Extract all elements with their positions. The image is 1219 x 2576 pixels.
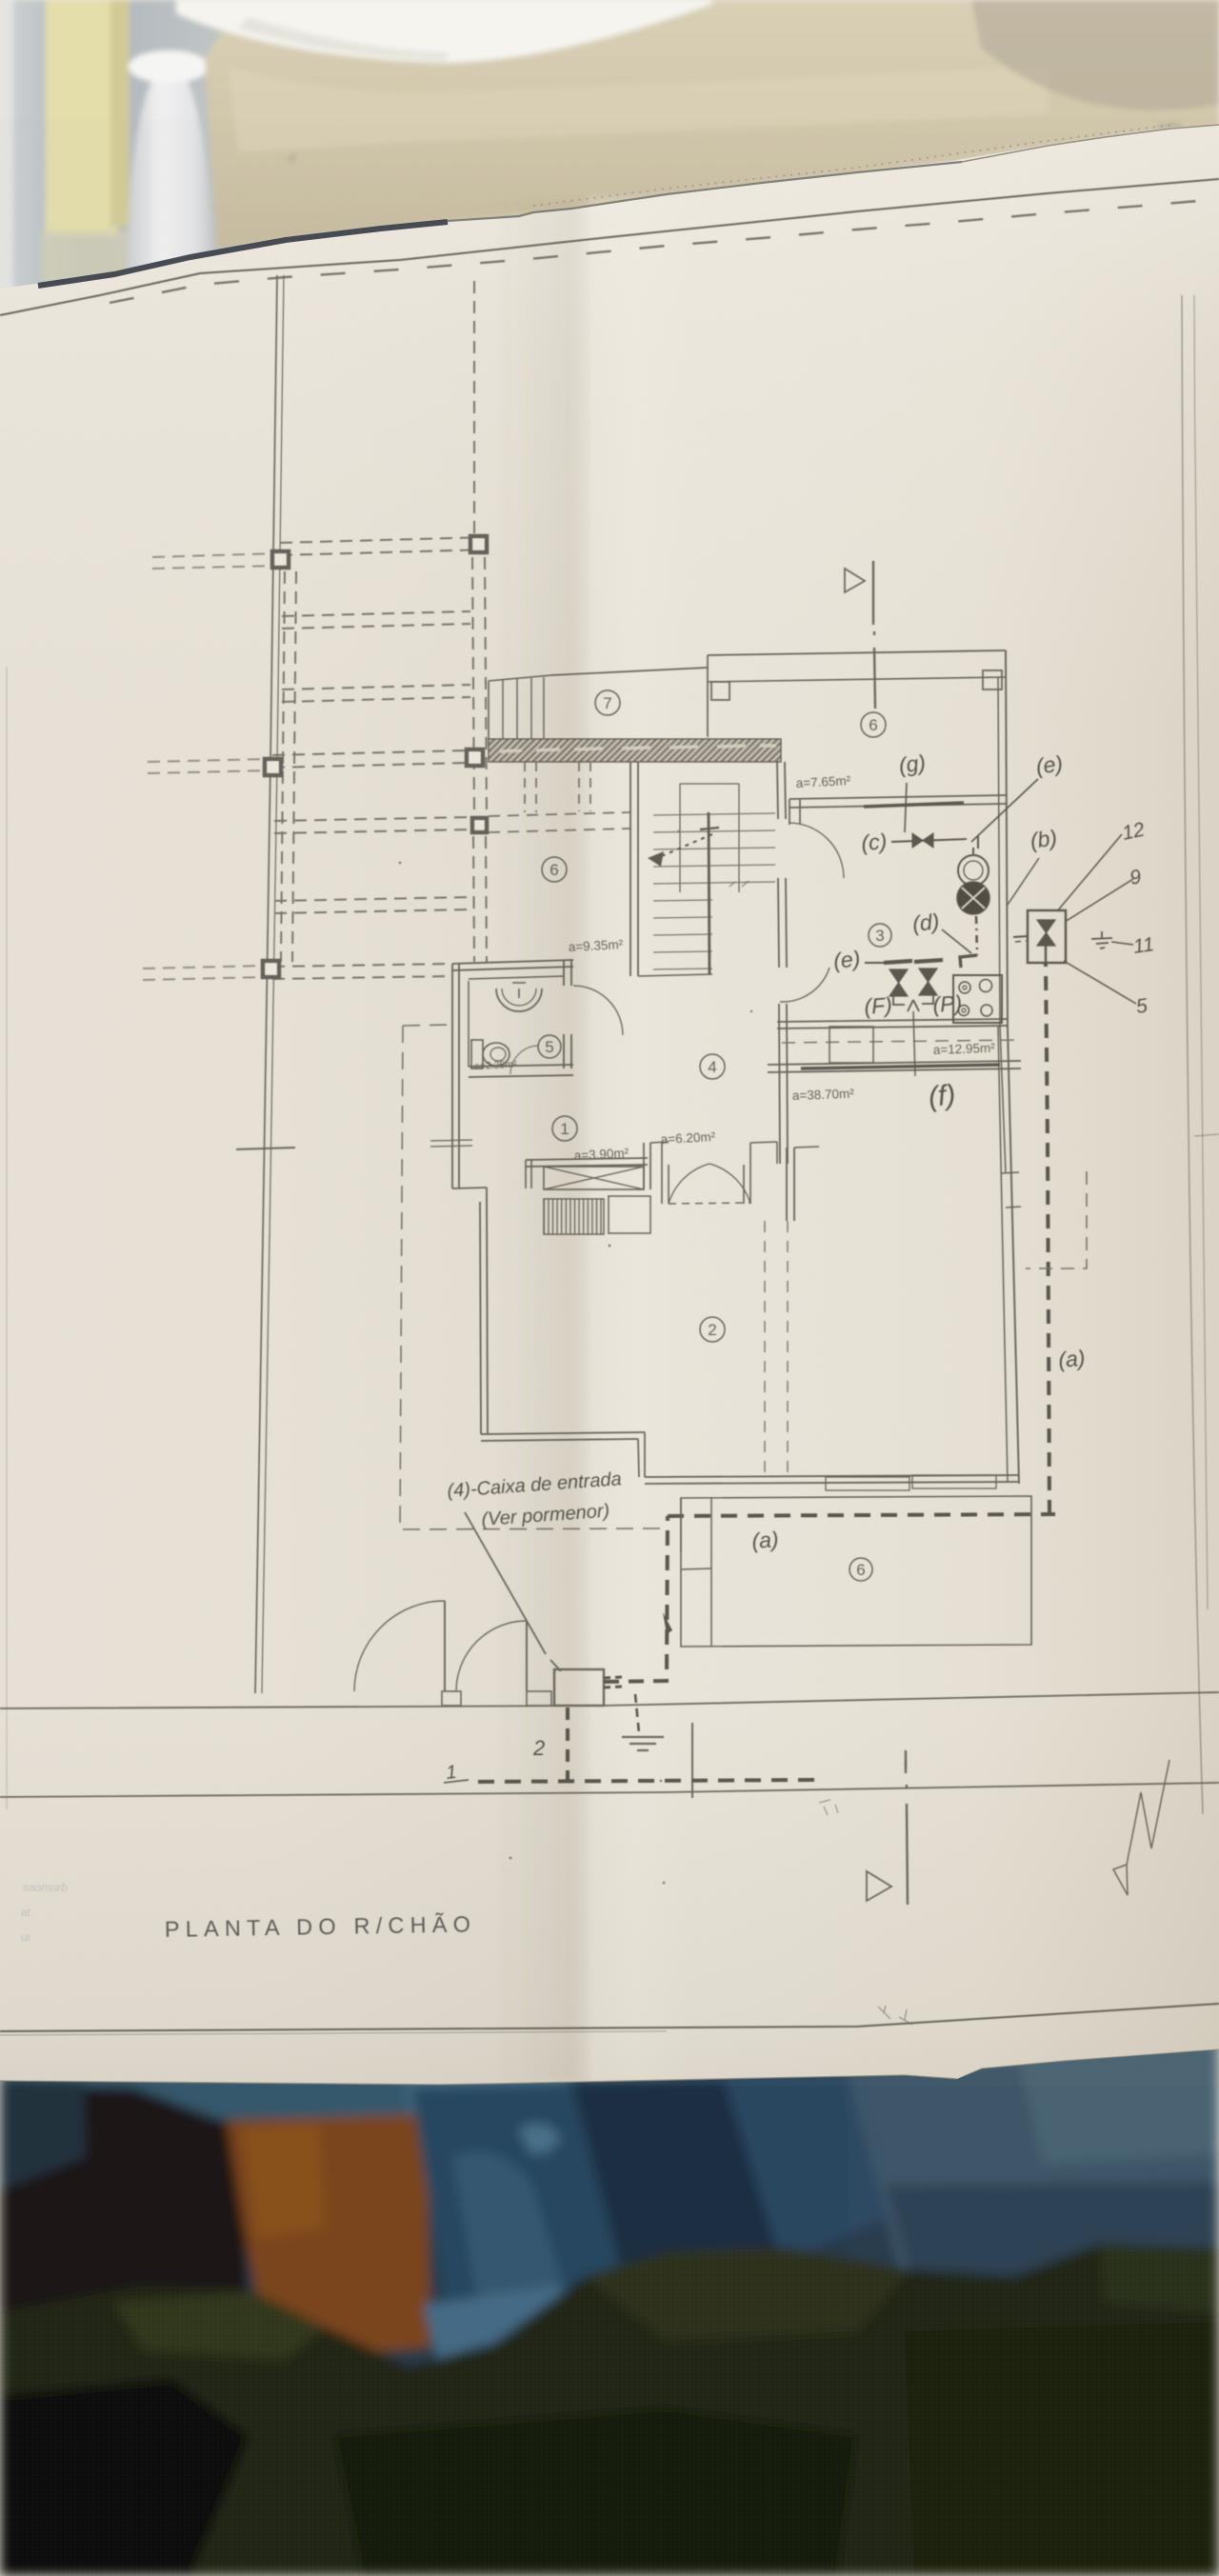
svg-text:9: 9 [1128, 866, 1144, 889]
svg-text:11: 11 [1131, 933, 1155, 958]
svg-text:a=38.70m²: a=38.70m² [792, 1087, 855, 1103]
svg-text:(a): (a) [751, 1527, 780, 1553]
svg-text:(f): (f) [927, 1079, 957, 1113]
svg-text:(d): (d) [911, 909, 941, 936]
svg-text:a=7.65m²: a=7.65m² [795, 773, 851, 790]
svg-text:5: 5 [1134, 995, 1149, 1018]
svg-text:4: 4 [708, 1058, 716, 1076]
svg-text:a=12.95m²: a=12.95m² [933, 1041, 996, 1057]
svg-text:PLANTA DO R/CHÃO: PLANTA DO R/CHÃO [165, 1911, 477, 1942]
svg-text:at: at [21, 1906, 31, 1919]
svg-text:7: 7 [603, 694, 611, 712]
svg-text:6: 6 [869, 716, 877, 734]
svg-text:6: 6 [550, 861, 558, 879]
svg-text:12: 12 [1120, 818, 1147, 844]
svg-text:(e): (e) [832, 946, 862, 973]
svg-text:(g): (g) [897, 749, 927, 778]
svg-text:2: 2 [532, 1736, 545, 1760]
svg-text:a=3.90m²: a=3.90m² [573, 1146, 629, 1163]
svg-text:saomurb: saomurb [23, 1881, 68, 1894]
svg-text:(e): (e) [1034, 750, 1064, 779]
svg-text:ur: ur [21, 1930, 32, 1944]
svg-text:1: 1 [560, 1120, 569, 1138]
svg-text:1: 1 [445, 1762, 457, 1784]
svg-text:(a): (a) [1057, 1346, 1086, 1372]
svg-text:(F): (F) [864, 992, 893, 1019]
svg-text:(b): (b) [1029, 825, 1058, 853]
svg-text:3: 3 [875, 927, 884, 945]
svg-text:a=2.25m²: a=2.25m² [474, 1059, 518, 1072]
svg-text:a=9.35m²: a=9.35m² [568, 937, 624, 954]
svg-text:(c): (c) [861, 829, 889, 855]
svg-text:(P): (P) [932, 990, 963, 1017]
svg-text:5: 5 [545, 1038, 553, 1056]
svg-text:6: 6 [856, 1561, 865, 1579]
svg-text:2: 2 [708, 1321, 716, 1339]
svg-text:a=6.20m²: a=6.20m² [660, 1129, 716, 1147]
